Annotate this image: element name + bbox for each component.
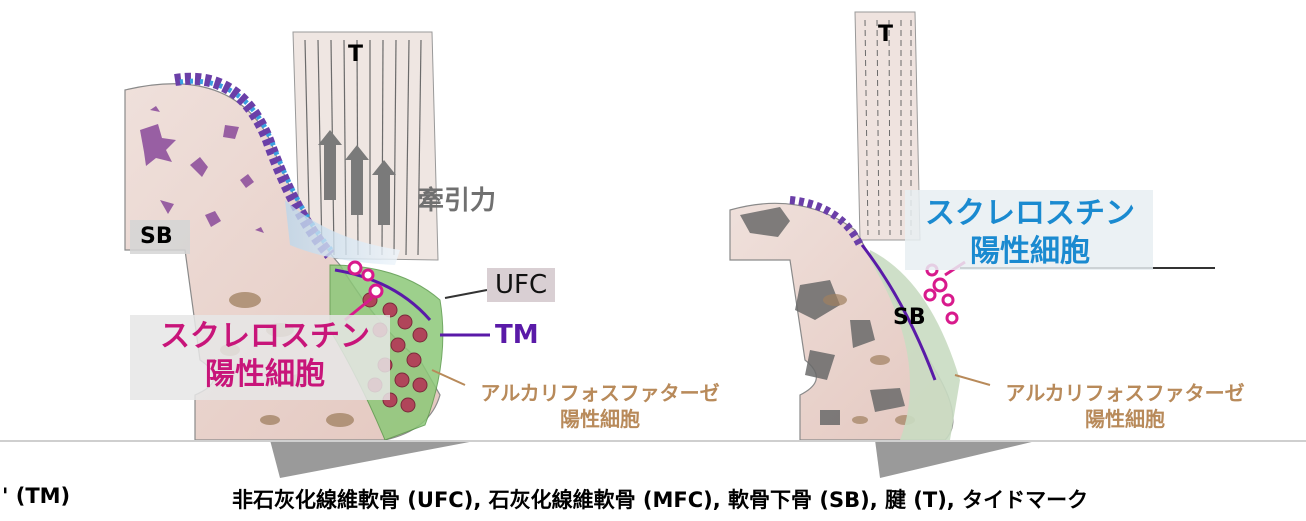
traction-arrows (318, 130, 396, 225)
sclerostin-label-left: スクレロスチン 陽性細胞 (140, 318, 390, 394)
tendon-right-fibers (864, 19, 912, 236)
trabeculae-right (740, 207, 905, 425)
trabeculae-left (140, 106, 264, 233)
tendon-left (292, 31, 439, 261)
alp-label-right: アルカリフォスファターゼ 陽性細胞 (980, 380, 1270, 432)
sclerostin-cells-left (347, 260, 384, 299)
sb-label-left: SB (140, 224, 173, 249)
alp-label-left: アルカリフォスファターゼ 陽性細胞 (455, 380, 745, 432)
tendon-label-left: T (348, 42, 364, 67)
insertion-haze-left (285, 200, 400, 265)
cortex-wedge-left (270, 440, 480, 478)
sclerostin-right-bg (905, 190, 1153, 270)
periosteum-left (174, 72, 335, 259)
alp-pointer-left (431, 369, 466, 386)
tidemark-left (334, 268, 432, 321)
alp-label-left-line1: アルカリフォスファターゼ (480, 381, 720, 405)
tidemark-right (860, 244, 937, 381)
sclerostin-left-bg (130, 315, 390, 400)
periosteum-right (789, 196, 864, 247)
sclerostin-label-right: スクレロスチン 陽性細胞 (910, 195, 1150, 271)
traction-label: 牽引力 (418, 186, 497, 216)
alp-pointer-right (954, 374, 991, 386)
cortex-wedge-right (875, 440, 1040, 478)
tm-label: TM (495, 320, 539, 350)
sclerostin-label-right-line1: スクレロスチン (925, 196, 1135, 231)
alp-label-left-line2: 陽性細胞 (560, 407, 640, 431)
sclerostin-cells-right (923, 263, 959, 325)
tendon-label-right: T (878, 22, 894, 47)
fibrocartilage-right (870, 250, 960, 440)
caption-left: ' (TM) (2, 484, 71, 508)
sb-label-right: SB (893, 305, 926, 330)
ufc-pointer (444, 289, 488, 299)
ufc-label: UFC (487, 268, 556, 302)
sclerostin-label-left-line2: 陽性細胞 (205, 357, 325, 392)
alp-label-right-line2: 陽性細胞 (1085, 407, 1165, 431)
alp-label-right-line1: アルカリフォスファターゼ (1005, 381, 1245, 405)
sclerostin-label-right-line2: 陽性細胞 (970, 234, 1090, 269)
sb-left-bg (130, 220, 190, 254)
caption-right: 非石灰化線維軟骨 (UFC), 石灰化線維軟骨 (MFC), 軟骨下骨 (SB)… (232, 488, 1089, 512)
ground-line (0, 440, 1306, 442)
sclerostin-label-left-line1: スクレロスチン (160, 319, 370, 354)
